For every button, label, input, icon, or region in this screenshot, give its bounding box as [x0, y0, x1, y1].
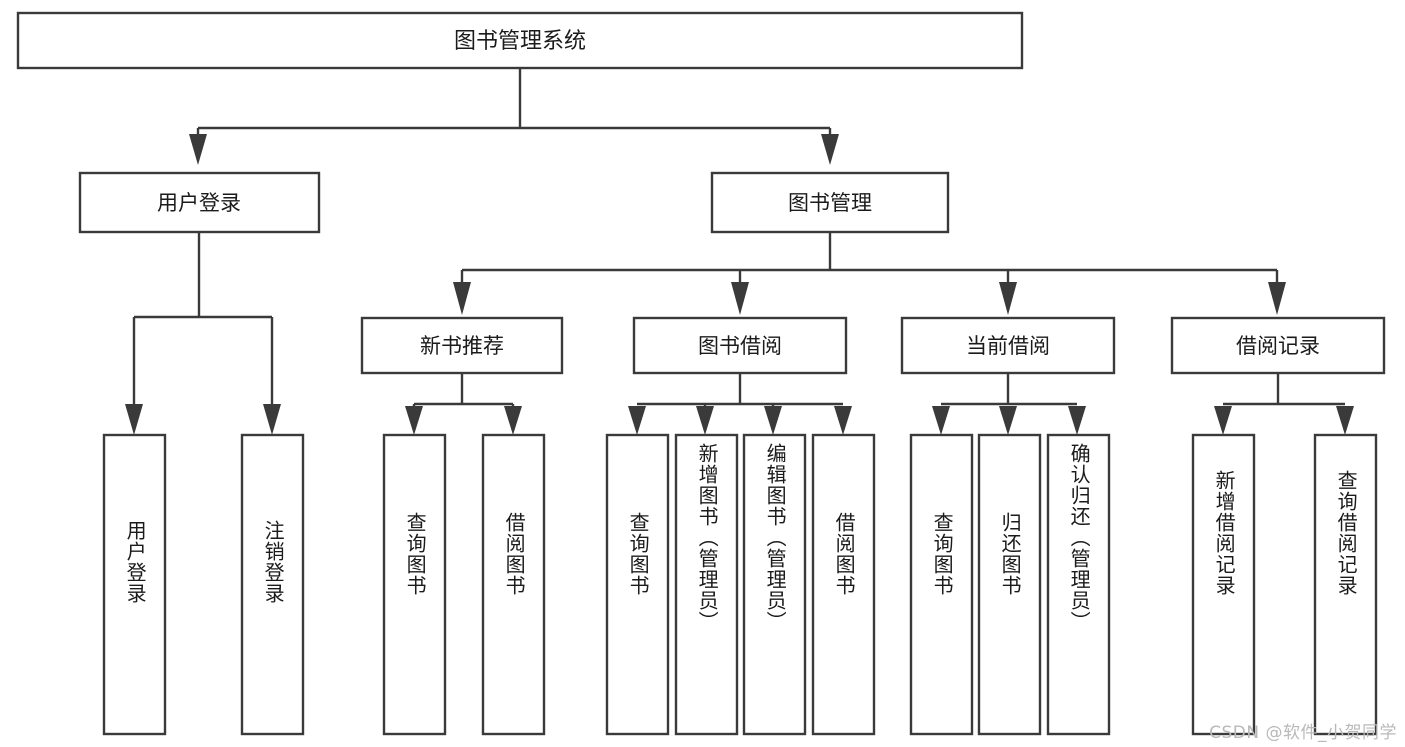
node-book-manage-label: 图书管理 — [788, 191, 872, 215]
arrow-head-leaf-add-book — [696, 406, 714, 435]
arrow-head-leaf-query-book-2 — [628, 406, 646, 435]
leaf-return-book-box[interactable] — [977, 433, 1042, 736]
node-current-borrow-label: 当前借阅 — [966, 334, 1050, 358]
arrow-head-leaf-borrow-book-1 — [504, 406, 522, 435]
node-book-borrow[interactable]: 图书借阅 — [632, 316, 848, 375]
node-borrow-record-label: 借阅记录 — [1236, 334, 1320, 358]
node-book-borrow-label: 图书借阅 — [698, 334, 782, 358]
arrow-head-leaf-query-book-1 — [405, 406, 423, 435]
node-new-book-recommend[interactable]: 新书推荐 — [360, 316, 564, 375]
node-root-system[interactable]: 图书管理系统 — [16, 11, 1024, 70]
leaf-query-record-box[interactable] — [1313, 433, 1378, 736]
arrow-head-leaf-edit-book — [764, 406, 782, 435]
node-new-book-recommend-label: 新书推荐 — [420, 334, 504, 358]
leaf-edit-book-box[interactable] — [742, 433, 807, 736]
leaf-add-book-box[interactable] — [674, 433, 739, 736]
node-book-borrow-box[interactable] — [632, 316, 848, 375]
node-borrow-record-box[interactable] — [1170, 316, 1386, 375]
leaf-borrow-book-1-box[interactable] — [481, 433, 546, 736]
node-book-manage-box[interactable] — [710, 171, 950, 234]
leaf-query-book-2-box[interactable] — [605, 433, 670, 736]
leaf-confirm-return-box[interactable] — [1046, 433, 1111, 736]
arrow-head-leaf-add-record — [1214, 406, 1232, 435]
arrow-head-leaf-return-book — [999, 406, 1017, 435]
arrow-head-to-new-book-recommend — [453, 282, 471, 315]
arrow-head-leaf-user-login — [125, 404, 143, 435]
arrow-head-leaf-logout — [263, 404, 281, 435]
arrow-head-leaf-confirm-return — [1068, 406, 1086, 435]
arrow-head-leaf-query-record — [1336, 406, 1354, 435]
arrow-head-leaf-query-book-3 — [932, 406, 950, 435]
arrow-head-to-bookmanage — [821, 134, 839, 165]
csdn-watermark: CSDN @软件_小贺同学 — [1209, 723, 1397, 743]
arrow-head-to-book-borrow — [731, 282, 749, 315]
node-current-borrow-box[interactable] — [900, 316, 1116, 375]
leaf-query-book-1-box[interactable] — [382, 433, 447, 736]
leaf-add-record-box[interactable] — [1191, 433, 1256, 736]
leaf-logout-box[interactable] — [240, 433, 305, 736]
node-user-login[interactable]: 用户登录 — [78, 171, 321, 234]
arrow-head-to-userlogin — [189, 134, 207, 165]
leaf-borrow-book-2-box[interactable] — [811, 433, 876, 736]
node-root-system-label: 图书管理系统 — [454, 29, 586, 54]
leaf-query-book-3-box[interactable] — [909, 433, 974, 736]
node-user-login-label: 用户登录 — [157, 191, 241, 215]
node-new-book-recommend-box[interactable] — [360, 316, 564, 375]
node-current-borrow[interactable]: 当前借阅 — [900, 316, 1116, 375]
arrow-head-to-borrow-record — [1268, 282, 1286, 315]
arrow-head-to-current-borrow — [999, 282, 1017, 315]
arrow-head-leaf-borrow-book-2 — [834, 406, 852, 435]
leaf-user-login-box[interactable] — [102, 433, 167, 736]
node-book-manage[interactable]: 图书管理 — [710, 171, 950, 234]
node-borrow-record[interactable]: 借阅记录 — [1170, 316, 1386, 375]
node-root-system-box[interactable] — [16, 11, 1024, 70]
